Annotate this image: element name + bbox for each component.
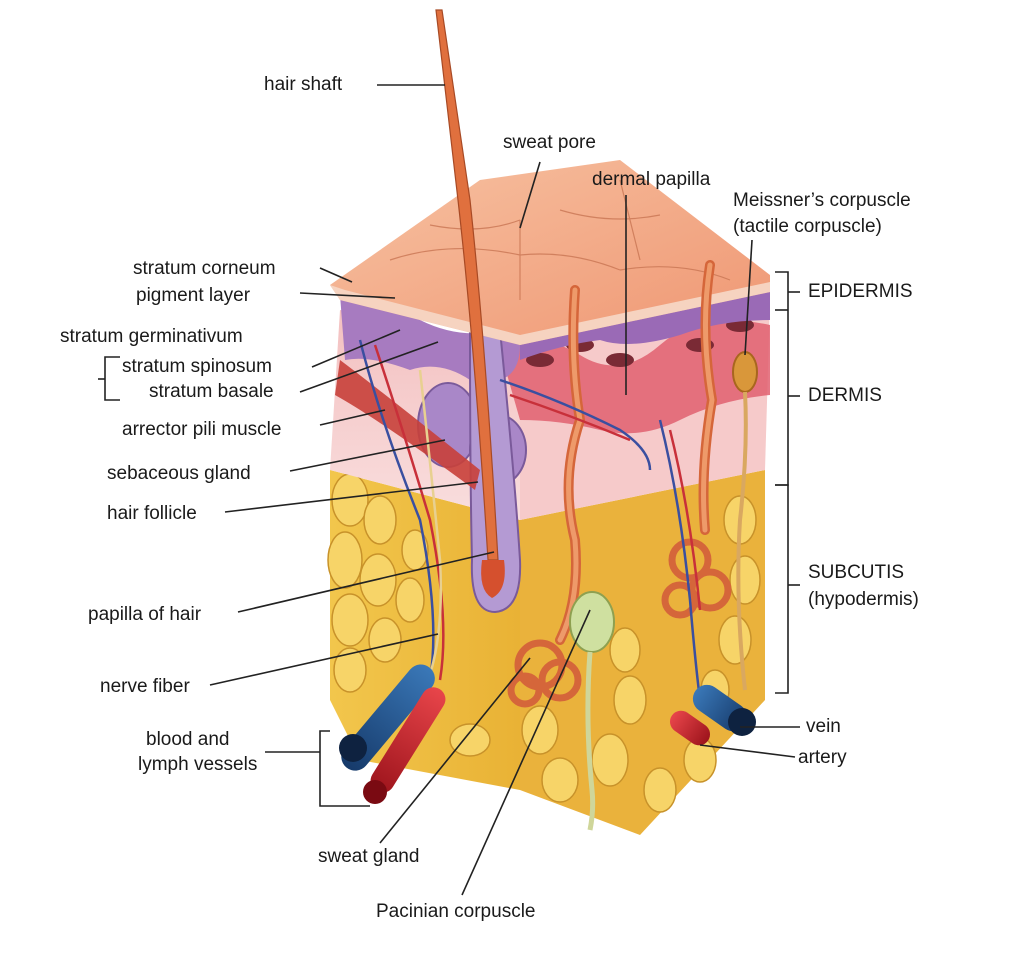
label-arrector-pili: arrector pili muscle — [122, 419, 282, 440]
label-hair-shaft: hair shaft — [264, 74, 343, 95]
pacinian-corpuscle — [569, 591, 615, 831]
label-hypodermis: (hypodermis) — [808, 589, 919, 610]
sweat-ducts — [555, 260, 718, 645]
label-dermis: DERMIS — [808, 385, 882, 406]
label-tactile-corpuscle: (tactile corpuscle) — [733, 216, 882, 237]
label-stratum-germinativum: stratum germinativum — [60, 326, 243, 347]
leader-lines — [98, 84, 800, 896]
label-hair-follicle: hair follicle — [107, 503, 197, 524]
label-sweat-gland: sweat gland — [318, 846, 420, 867]
label-pigment-layer: pigment layer — [136, 285, 251, 306]
small-vessels — [358, 339, 702, 701]
label-sweat-pore: sweat pore — [503, 132, 596, 153]
sweat-gland-coils — [507, 538, 732, 708]
label-subcutis: SUBCUTIS — [808, 562, 905, 583]
label-stratum-basale: stratum basale — [149, 381, 274, 402]
meissner-corpuscle — [732, 351, 758, 393]
label-pacinian-corpuscle: Pacinian corpuscle — [376, 901, 536, 922]
label-nerve-fiber: nerve fiber — [100, 676, 190, 697]
label-stratum-spinosum: stratum spinosum — [122, 356, 272, 377]
label-artery: artery — [798, 747, 847, 768]
arrector-pili-muscle — [335, 360, 480, 490]
label-epidermis: EPIDERMIS — [808, 281, 913, 302]
blood-vessels — [339, 664, 756, 804]
label-stratum-corneum: stratum corneum — [133, 258, 276, 279]
label-dermal-papilla: dermal papilla — [592, 169, 711, 190]
label-papilla-of-hair: papilla of hair — [88, 604, 202, 625]
label-sebaceous-gland: sebaceous gland — [107, 463, 251, 484]
label-meissner-corpuscle: Meissner’s corpuscle — [733, 190, 911, 211]
label-vein: vein — [806, 716, 841, 737]
label-blood-and: blood and — [146, 729, 230, 750]
label-lymph-vessels: lymph vessels — [138, 754, 258, 775]
hair-shaft — [435, 9, 505, 598]
